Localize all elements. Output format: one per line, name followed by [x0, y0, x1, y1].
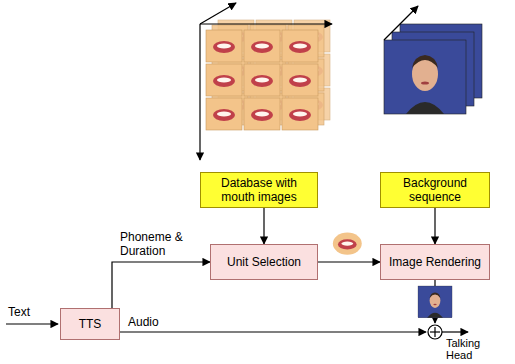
- background-box: Background sequence: [380, 172, 490, 208]
- database-box: Database with mouth images: [200, 172, 318, 208]
- box-label: TTS: [79, 317, 102, 331]
- box-label: Background sequence: [385, 176, 485, 204]
- tts-box: TTS: [60, 308, 120, 340]
- text-label: Audio: [128, 316, 188, 329]
- box-label: Database with mouth images: [205, 176, 313, 204]
- arrow-connector: [263, 208, 264, 244]
- arrow-connector: [434, 208, 435, 244]
- process-box: Image Rendering: [380, 244, 490, 280]
- box-label: Image Rendering: [389, 255, 481, 269]
- text-label: Text: [8, 306, 48, 319]
- arrow-connector: [112, 262, 210, 308]
- box-label: Unit Selection: [227, 255, 301, 269]
- process-box: Unit Selection: [210, 244, 318, 280]
- arrow-connector: [318, 261, 380, 262]
- text-label: Talking Head: [446, 337, 498, 361]
- edge-label: Phoneme & Duration: [120, 230, 204, 258]
